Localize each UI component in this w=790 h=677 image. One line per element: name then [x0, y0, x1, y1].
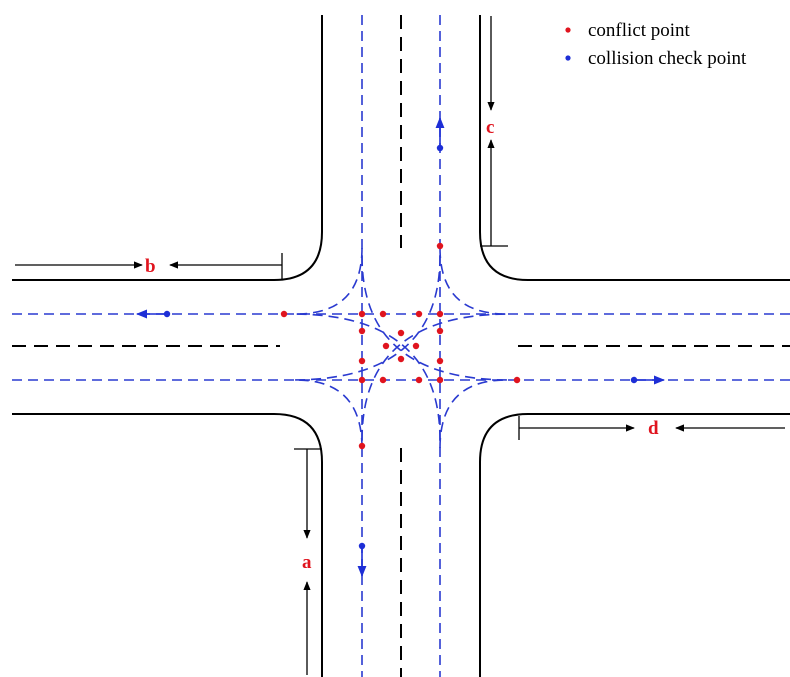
turn-path-6 [291, 255, 441, 381]
turn-path-2 [439, 247, 507, 315]
legend-collision-label: collision check point [588, 48, 747, 69]
approach-labels: a b c d [145, 117, 659, 573]
conflict-point [436, 376, 444, 384]
collision-check-point [358, 542, 366, 550]
approach-label-b: b [145, 256, 156, 277]
conflict-point [358, 376, 366, 384]
approach-label-d: d [648, 418, 659, 439]
conflict-point [379, 310, 387, 318]
conflict-points [280, 242, 521, 450]
approach-label-a: a [302, 552, 312, 573]
turn-path-3 [295, 379, 363, 449]
conflict-point [436, 357, 444, 365]
conflict-point [436, 310, 444, 318]
conflict-point [412, 342, 420, 350]
conflict-point [436, 242, 444, 250]
conflict-point [397, 329, 405, 337]
road-edge-bottom-right [479, 413, 790, 677]
vehicle-arrows [135, 116, 666, 578]
conflict-point [382, 342, 390, 350]
turn-path-5 [361, 255, 511, 381]
conflict-point [436, 327, 444, 335]
legend-conflict-marker [565, 27, 571, 33]
approach-label-c: c [486, 117, 494, 138]
road-edges [12, 15, 790, 677]
collision-check-point [630, 376, 638, 384]
turn-path-4 [439, 379, 507, 449]
conflict-point [415, 310, 423, 318]
conflict-point [358, 442, 366, 450]
conflict-point [358, 327, 366, 335]
collision-check-point [436, 144, 444, 152]
legend-collision-marker [565, 55, 571, 61]
turn-path-8 [291, 313, 441, 441]
road-edge-top-left [12, 15, 323, 281]
turn-path-7 [361, 313, 511, 441]
legend: conflict point collision check point [565, 20, 747, 69]
traffic-arrows [15, 16, 785, 675]
center-lines [12, 15, 790, 677]
conflict-point [358, 357, 366, 365]
conflict-point [280, 310, 288, 318]
conflict-point [397, 355, 405, 363]
collision-check-point [163, 310, 171, 318]
conflict-point [415, 376, 423, 384]
road-edge-top-right [479, 15, 790, 281]
collision-check-points [163, 144, 638, 550]
turn-path-1 [295, 247, 363, 315]
road-edge-bottom-left [12, 413, 323, 677]
conflict-point [358, 310, 366, 318]
conflict-point [513, 376, 521, 384]
legend-conflict-label: conflict point [588, 20, 691, 41]
conflict-point [379, 376, 387, 384]
